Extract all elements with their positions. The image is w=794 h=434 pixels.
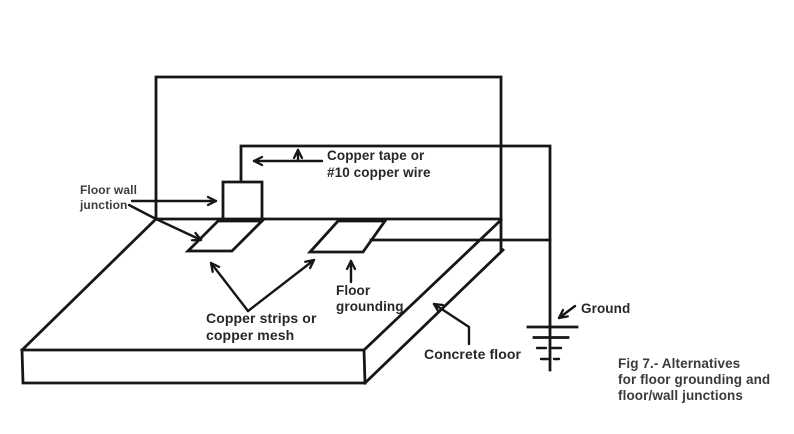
ground-symbol <box>526 325 579 361</box>
slab-right-top-edge <box>362 218 503 352</box>
slab-left-edge <box>20 217 158 352</box>
copper-tape-conductor <box>239 144 552 372</box>
arrow-copper-strips-left <box>209 261 250 313</box>
copper-strip-right <box>306 219 388 254</box>
concrete-floor-label: Concrete floor <box>424 346 522 362</box>
arrow-copper-strips-right <box>246 258 316 313</box>
floor-wall-junction-label: Floor wall junction <box>80 183 138 212</box>
wall-outline <box>154 75 503 252</box>
copper-tape-label: Copper tape or #10 copper wire <box>327 148 431 180</box>
ground-label: Ground <box>581 301 631 316</box>
figure-caption: Fig 7.- Alternatives for floor grounding… <box>618 356 771 403</box>
floor-grounding-label: Floor grounding <box>336 283 404 314</box>
slab-right-bottom-edge <box>363 248 505 385</box>
arrow-ground <box>557 304 577 320</box>
copper-strip-left <box>184 219 266 253</box>
arrow-concrete-floor <box>432 302 471 346</box>
junction-box <box>221 180 264 221</box>
copper-strips-label: Copper strips or copper mesh <box>206 310 317 343</box>
arrow-floor-wall-junction-strip <box>127 203 203 242</box>
slab-front-face <box>20 348 367 385</box>
